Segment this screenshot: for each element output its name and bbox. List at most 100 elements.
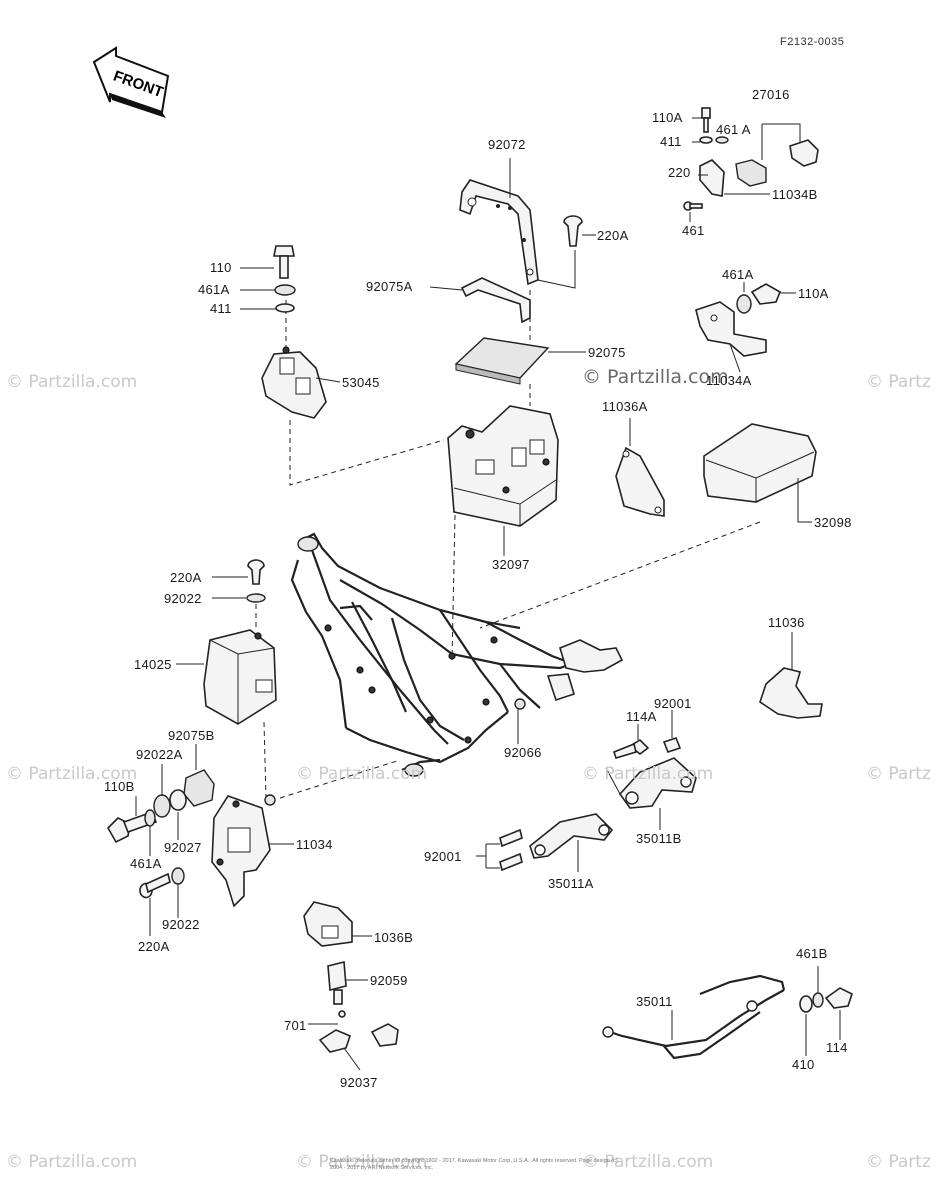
label-411-left[interactable]: 411	[210, 301, 232, 316]
bolt-220A-top	[563, 215, 583, 247]
label-110A-mid[interactable]: 110A	[798, 286, 829, 301]
washer-92022-left	[246, 593, 266, 603]
label-27016[interactable]: 27016	[752, 87, 790, 102]
label-11036B[interactable]: 1036B	[374, 930, 414, 945]
watermark: © Partzilla.com	[6, 372, 138, 392]
label-114[interactable]: 114	[826, 1040, 848, 1055]
bolt-114	[824, 987, 853, 1009]
label-220A-top[interactable]: 220A	[597, 228, 629, 243]
bolt-92001-top	[662, 737, 682, 753]
tray-32098	[703, 423, 817, 503]
label-701[interactable]: 701	[284, 1018, 307, 1033]
label-92075B[interactable]: 92075B	[168, 728, 215, 743]
label-92075A[interactable]: 92075A	[366, 279, 413, 294]
bracket-92075A	[460, 277, 531, 324]
watermark: © Partzilla.com	[582, 1152, 714, 1172]
label-92066[interactable]: 92066	[504, 745, 542, 760]
label-92059[interactable]: 92059	[370, 973, 408, 988]
label-92037[interactable]: 92037	[340, 1075, 378, 1090]
washer-461B	[812, 992, 824, 1008]
label-11036A[interactable]: 11036A	[602, 399, 648, 414]
label-410[interactable]: 410	[792, 1057, 815, 1072]
bolt-220-top	[683, 201, 703, 211]
bolt-220A-low	[139, 872, 171, 899]
relay-53045	[261, 346, 327, 419]
battery-case-32097	[447, 405, 559, 527]
label-220A-left[interactable]: 220A	[170, 570, 202, 585]
label-110A-top[interactable]: 110A	[652, 110, 683, 125]
label-35011[interactable]: 35011	[636, 994, 673, 1009]
label-32098[interactable]: 32098	[814, 515, 852, 530]
diagram-code: F2132-0035	[780, 36, 845, 48]
label-92072[interactable]: 92072	[488, 137, 526, 152]
watermark: © Partzilla.com	[296, 1152, 428, 1172]
label-11034A[interactable]: 11034A	[706, 373, 752, 388]
bracket-11034A	[695, 301, 767, 357]
bolt-110	[273, 245, 295, 279]
label-92022-low[interactable]: 92022	[162, 917, 200, 932]
copyright-notice: Kawasaki materials within all copyright …	[330, 1158, 618, 1171]
label-461A-low[interactable]: 461A	[130, 856, 162, 871]
bracket-35011A	[529, 813, 614, 859]
label-32097[interactable]: 32097	[492, 557, 530, 572]
watermark-right: © Partz	[866, 1152, 931, 1172]
label-114A[interactable]: 114A	[626, 709, 657, 724]
label-461A-left[interactable]: 461A	[198, 282, 230, 297]
label-411-top[interactable]: 411	[660, 134, 682, 149]
label-11036[interactable]: 11036	[768, 615, 805, 630]
label-11034B[interactable]: 11034B	[772, 187, 818, 202]
watermark-right: © Partz	[866, 764, 931, 784]
collar-92027	[169, 789, 187, 811]
label-35011B[interactable]: 35011B	[636, 831, 682, 846]
watermark: © Partzilla.com	[6, 1152, 138, 1172]
relay-bracket-11034B	[699, 139, 819, 197]
battery-strap-92072	[459, 179, 539, 286]
label-92022-left[interactable]: 92022	[164, 591, 202, 606]
label-110[interactable]: 110	[210, 260, 232, 275]
washer-461A-low	[144, 809, 156, 827]
label-92022A[interactable]: 92022A	[136, 747, 183, 762]
watermark: © Partzilla.com	[6, 764, 138, 784]
front-arrow-icon: FRONT	[92, 46, 170, 118]
bolts-92001-low	[499, 828, 523, 872]
washer-410	[799, 995, 813, 1013]
clip-92037	[318, 1023, 399, 1053]
label-220-top[interactable]: 220	[668, 165, 691, 180]
bolt-110A-top	[701, 107, 711, 133]
washer-92022A	[153, 794, 171, 818]
washer-411-top	[699, 136, 713, 144]
label-92075[interactable]: 92075	[588, 345, 626, 360]
box-14025	[203, 629, 277, 725]
rubber-92075B	[183, 769, 215, 807]
bar-35011	[602, 974, 786, 1060]
bolt-110A-mid	[750, 283, 782, 305]
washer-92022-low	[171, 867, 185, 885]
label-92001-low[interactable]: 92001	[424, 849, 462, 864]
label-53045[interactable]: 53045	[342, 375, 380, 390]
stud-92059	[327, 960, 347, 1005]
washer-461A-left	[274, 284, 296, 296]
watermark: © Partzilla.com	[296, 764, 428, 784]
washer-461A-mid	[736, 294, 752, 314]
label-92027[interactable]: 92027	[164, 840, 202, 855]
clamp-11036B	[303, 901, 353, 947]
label-461A-mid[interactable]: 461A	[722, 267, 754, 282]
label-461A-top[interactable]: 461 A	[716, 122, 751, 137]
label-14025[interactable]: 14025	[134, 657, 172, 672]
bolt-114A	[613, 738, 650, 759]
label-35011A[interactable]: 35011A	[548, 876, 594, 891]
plate-11034	[211, 794, 276, 908]
plate-11036A	[615, 446, 665, 517]
watermark: © Partzilla.com	[582, 764, 714, 784]
label-461-top[interactable]: 461	[682, 223, 705, 238]
watermark-center: © Partzilla.com	[582, 366, 729, 388]
label-220A-low[interactable]: 220A	[138, 939, 170, 954]
label-110B[interactable]: 110B	[104, 779, 135, 794]
washer-411-left	[275, 303, 295, 313]
label-461B[interactable]: 461B	[796, 946, 828, 961]
watermark-right: © Partz	[866, 372, 931, 392]
label-11034[interactable]: 11034	[296, 837, 333, 852]
clamp-11036	[759, 667, 823, 719]
label-92001-top[interactable]: 92001	[654, 696, 692, 711]
